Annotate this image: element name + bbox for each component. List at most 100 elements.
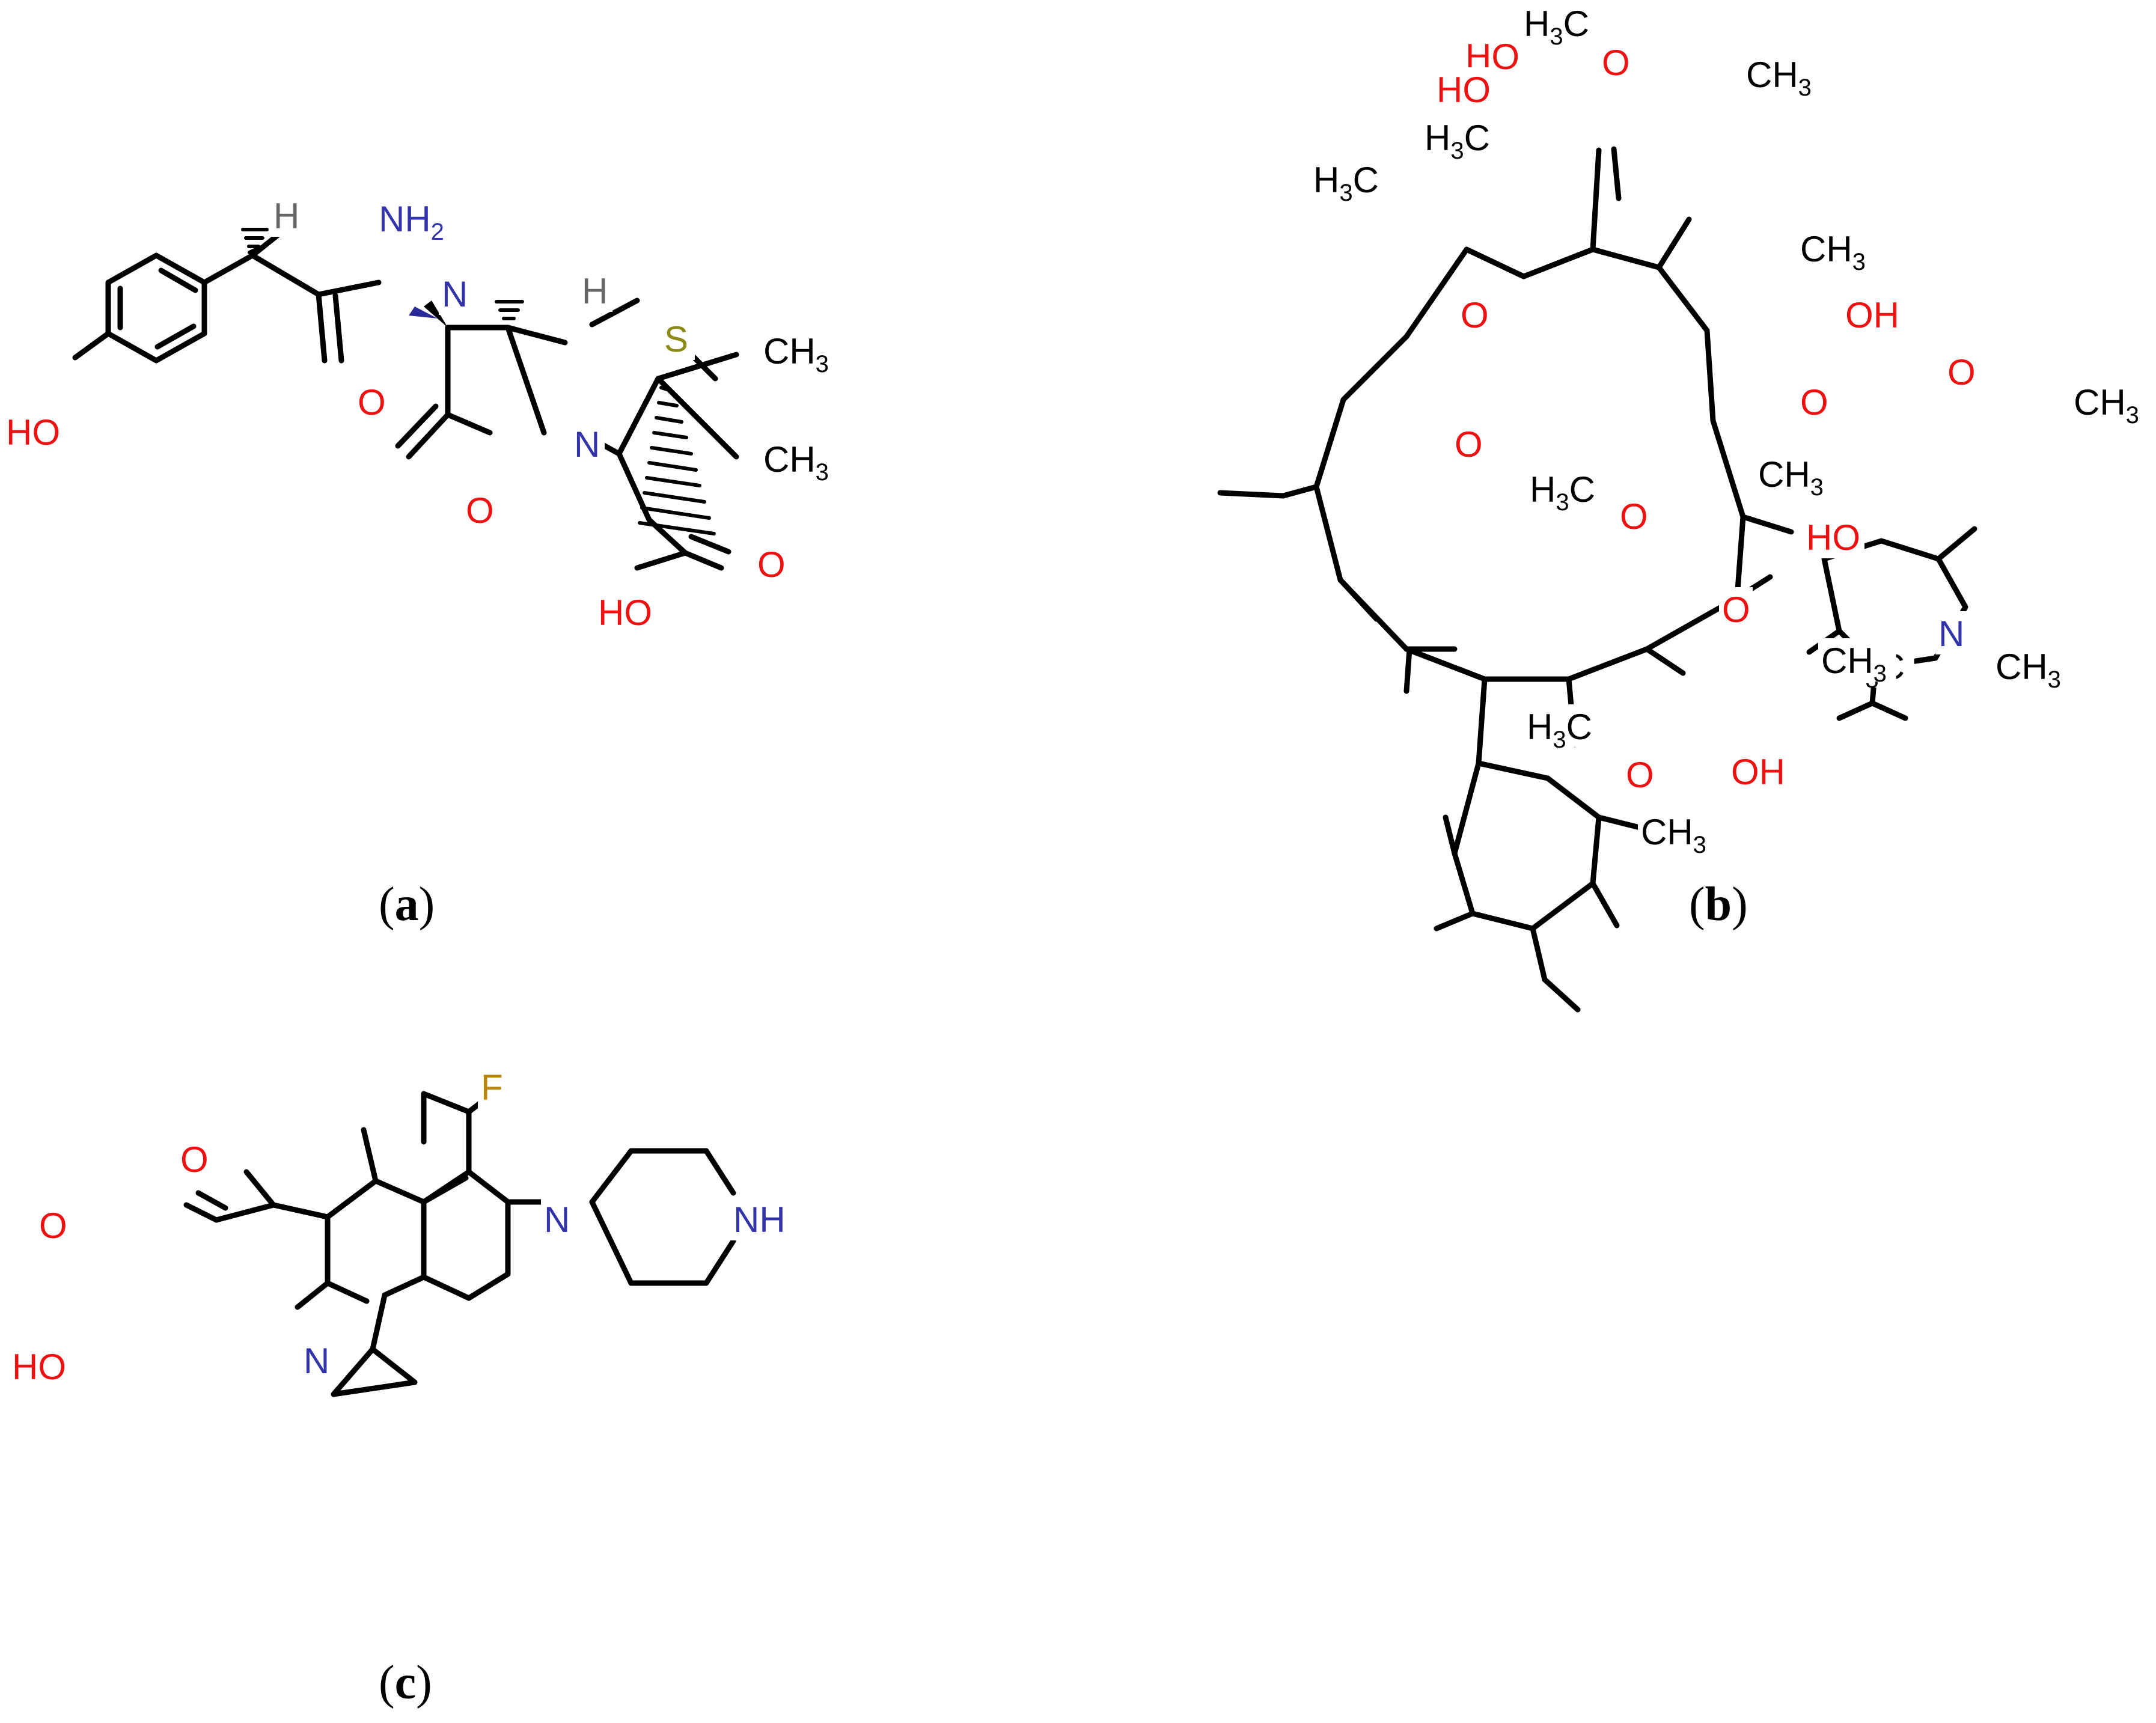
atom-symbol: O: [358, 382, 386, 422]
atom-label: N: [1938, 614, 1964, 654]
atom-symbol: H: [582, 271, 608, 311]
atom-label-bg: [541, 1197, 575, 1240]
atom-symbol: CH: [1996, 647, 2048, 687]
atom-symbol: N: [544, 1200, 570, 1240]
atom-label: O: [358, 382, 386, 422]
atom-label-bg: [463, 488, 496, 531]
atom-subscript: 3: [1339, 180, 1352, 206]
atom-symbol: OH: [1845, 295, 1899, 335]
atom-label-bg: [9, 1344, 70, 1388]
atom-label-bg: [579, 269, 612, 312]
atom-label: O: [1722, 590, 1750, 630]
atom-subscript: 2: [431, 219, 444, 245]
atom-label-bg: [1803, 515, 1864, 558]
structure-a: [72, 228, 739, 571]
atom-symbol: O: [1626, 755, 1654, 795]
atom-subscript: 3: [1798, 75, 1812, 101]
atom-label: HO: [6, 412, 60, 453]
atom-symbol: CH: [2074, 382, 2126, 422]
atom-label: O: [1947, 352, 1976, 392]
atom-label: N: [304, 1341, 329, 1381]
atom-label: O: [180, 1139, 209, 1180]
atom-symbol: HO: [6, 412, 60, 453]
atom-label-bg: [1524, 704, 1602, 748]
atom-symbol: N: [304, 1341, 329, 1381]
atom-label: OH: [1845, 295, 1899, 335]
atom-label-bg: [760, 437, 838, 480]
atom-symbol-tail: C: [1563, 4, 1589, 44]
atom-label-bg: [1310, 157, 1388, 201]
atom-label: N: [544, 1200, 570, 1240]
atom-symbol: HO: [1437, 70, 1491, 110]
atom-symbol: H: [1313, 160, 1339, 200]
atom-label: CH3: [763, 331, 829, 377]
atom-label-bg: [1842, 293, 1904, 336]
atom-label: CH3: [1996, 647, 2061, 693]
atom-symbol: O: [1620, 496, 1648, 537]
atom-label: H3C: [1527, 707, 1592, 753]
atom-label-bg: [301, 1338, 334, 1382]
atom-label: CH3: [763, 439, 829, 486]
atom-label: O: [1455, 424, 1483, 465]
atom-symbol: O: [1602, 43, 1630, 83]
atom-label-bg: [36, 1203, 70, 1246]
caption-c: (c): [379, 1656, 432, 1709]
atom-symbol: O: [1461, 295, 1489, 335]
atom-symbol: N: [574, 424, 600, 465]
atom-label: NH2: [379, 199, 444, 245]
atom-label: CH3: [1746, 55, 1812, 101]
atom-symbol: OH: [1731, 752, 1785, 792]
atom-symbol: O: [39, 1206, 67, 1246]
atom-label: H: [582, 271, 608, 311]
atom-label-bg: [2071, 380, 2149, 423]
atom-label-bg: [760, 329, 838, 372]
atom-label-bg: [1521, 1, 1599, 44]
atom-label: HO: [1437, 70, 1491, 110]
atom-label: CH3: [1821, 641, 1887, 687]
structure-b: [1217, 146, 1977, 1013]
atom-label: O: [1620, 496, 1648, 537]
atom-label-bg: [355, 380, 388, 423]
atom-symbol: O: [1722, 590, 1750, 630]
atom-label-bg: [1935, 611, 1969, 654]
atom-label-bg: [1818, 638, 1896, 682]
atom-subscript: 3: [1553, 727, 1566, 753]
atom-symbol-tail: C: [1566, 707, 1592, 747]
atom-subscript: 3: [1874, 660, 1887, 687]
atom-label-bg: [1452, 422, 1485, 465]
atom-symbol: O: [1947, 352, 1976, 392]
atom-symbol: NH: [379, 199, 431, 239]
atom-label-bg: [478, 1065, 512, 1108]
atom-label-bg: [1458, 293, 1491, 336]
atom-subscript: 3: [1450, 138, 1464, 164]
atom-symbol: HO: [1806, 517, 1860, 558]
atom-label-bg: [1797, 227, 1875, 270]
atom-subscript: 3: [1556, 489, 1569, 516]
atom-subscript: 3: [2126, 402, 2139, 428]
atom-subscript: 3: [1810, 474, 1824, 501]
atom-label: HO: [12, 1347, 66, 1387]
atom-symbol: O: [757, 544, 786, 585]
atom-label-bg: [1719, 587, 1753, 630]
atom-symbol: S: [664, 319, 688, 359]
atom-label-bg: [3, 410, 64, 453]
atom-label-bg: [439, 272, 472, 315]
atom-label: CH3: [1758, 454, 1824, 501]
atom-label: NH: [733, 1200, 786, 1240]
atom-subscript: 3: [1550, 23, 1563, 50]
atom-symbol: NH: [733, 1200, 786, 1240]
atom-label-bg: [1422, 115, 1500, 159]
atom-label: CH3: [2074, 382, 2139, 428]
atom-label: H: [273, 196, 299, 236]
atom-label-bg: [376, 197, 454, 240]
atom-label: F: [481, 1067, 503, 1108]
atom-symbol: H: [1527, 707, 1553, 747]
atom-label-bg: [1944, 350, 1978, 393]
atom-label-bg: [730, 1197, 792, 1240]
atom-symbol: N: [442, 274, 468, 314]
atom-label-bg: [571, 422, 605, 465]
atom-label: O: [1461, 295, 1489, 335]
atom-label: OH: [1731, 752, 1785, 792]
